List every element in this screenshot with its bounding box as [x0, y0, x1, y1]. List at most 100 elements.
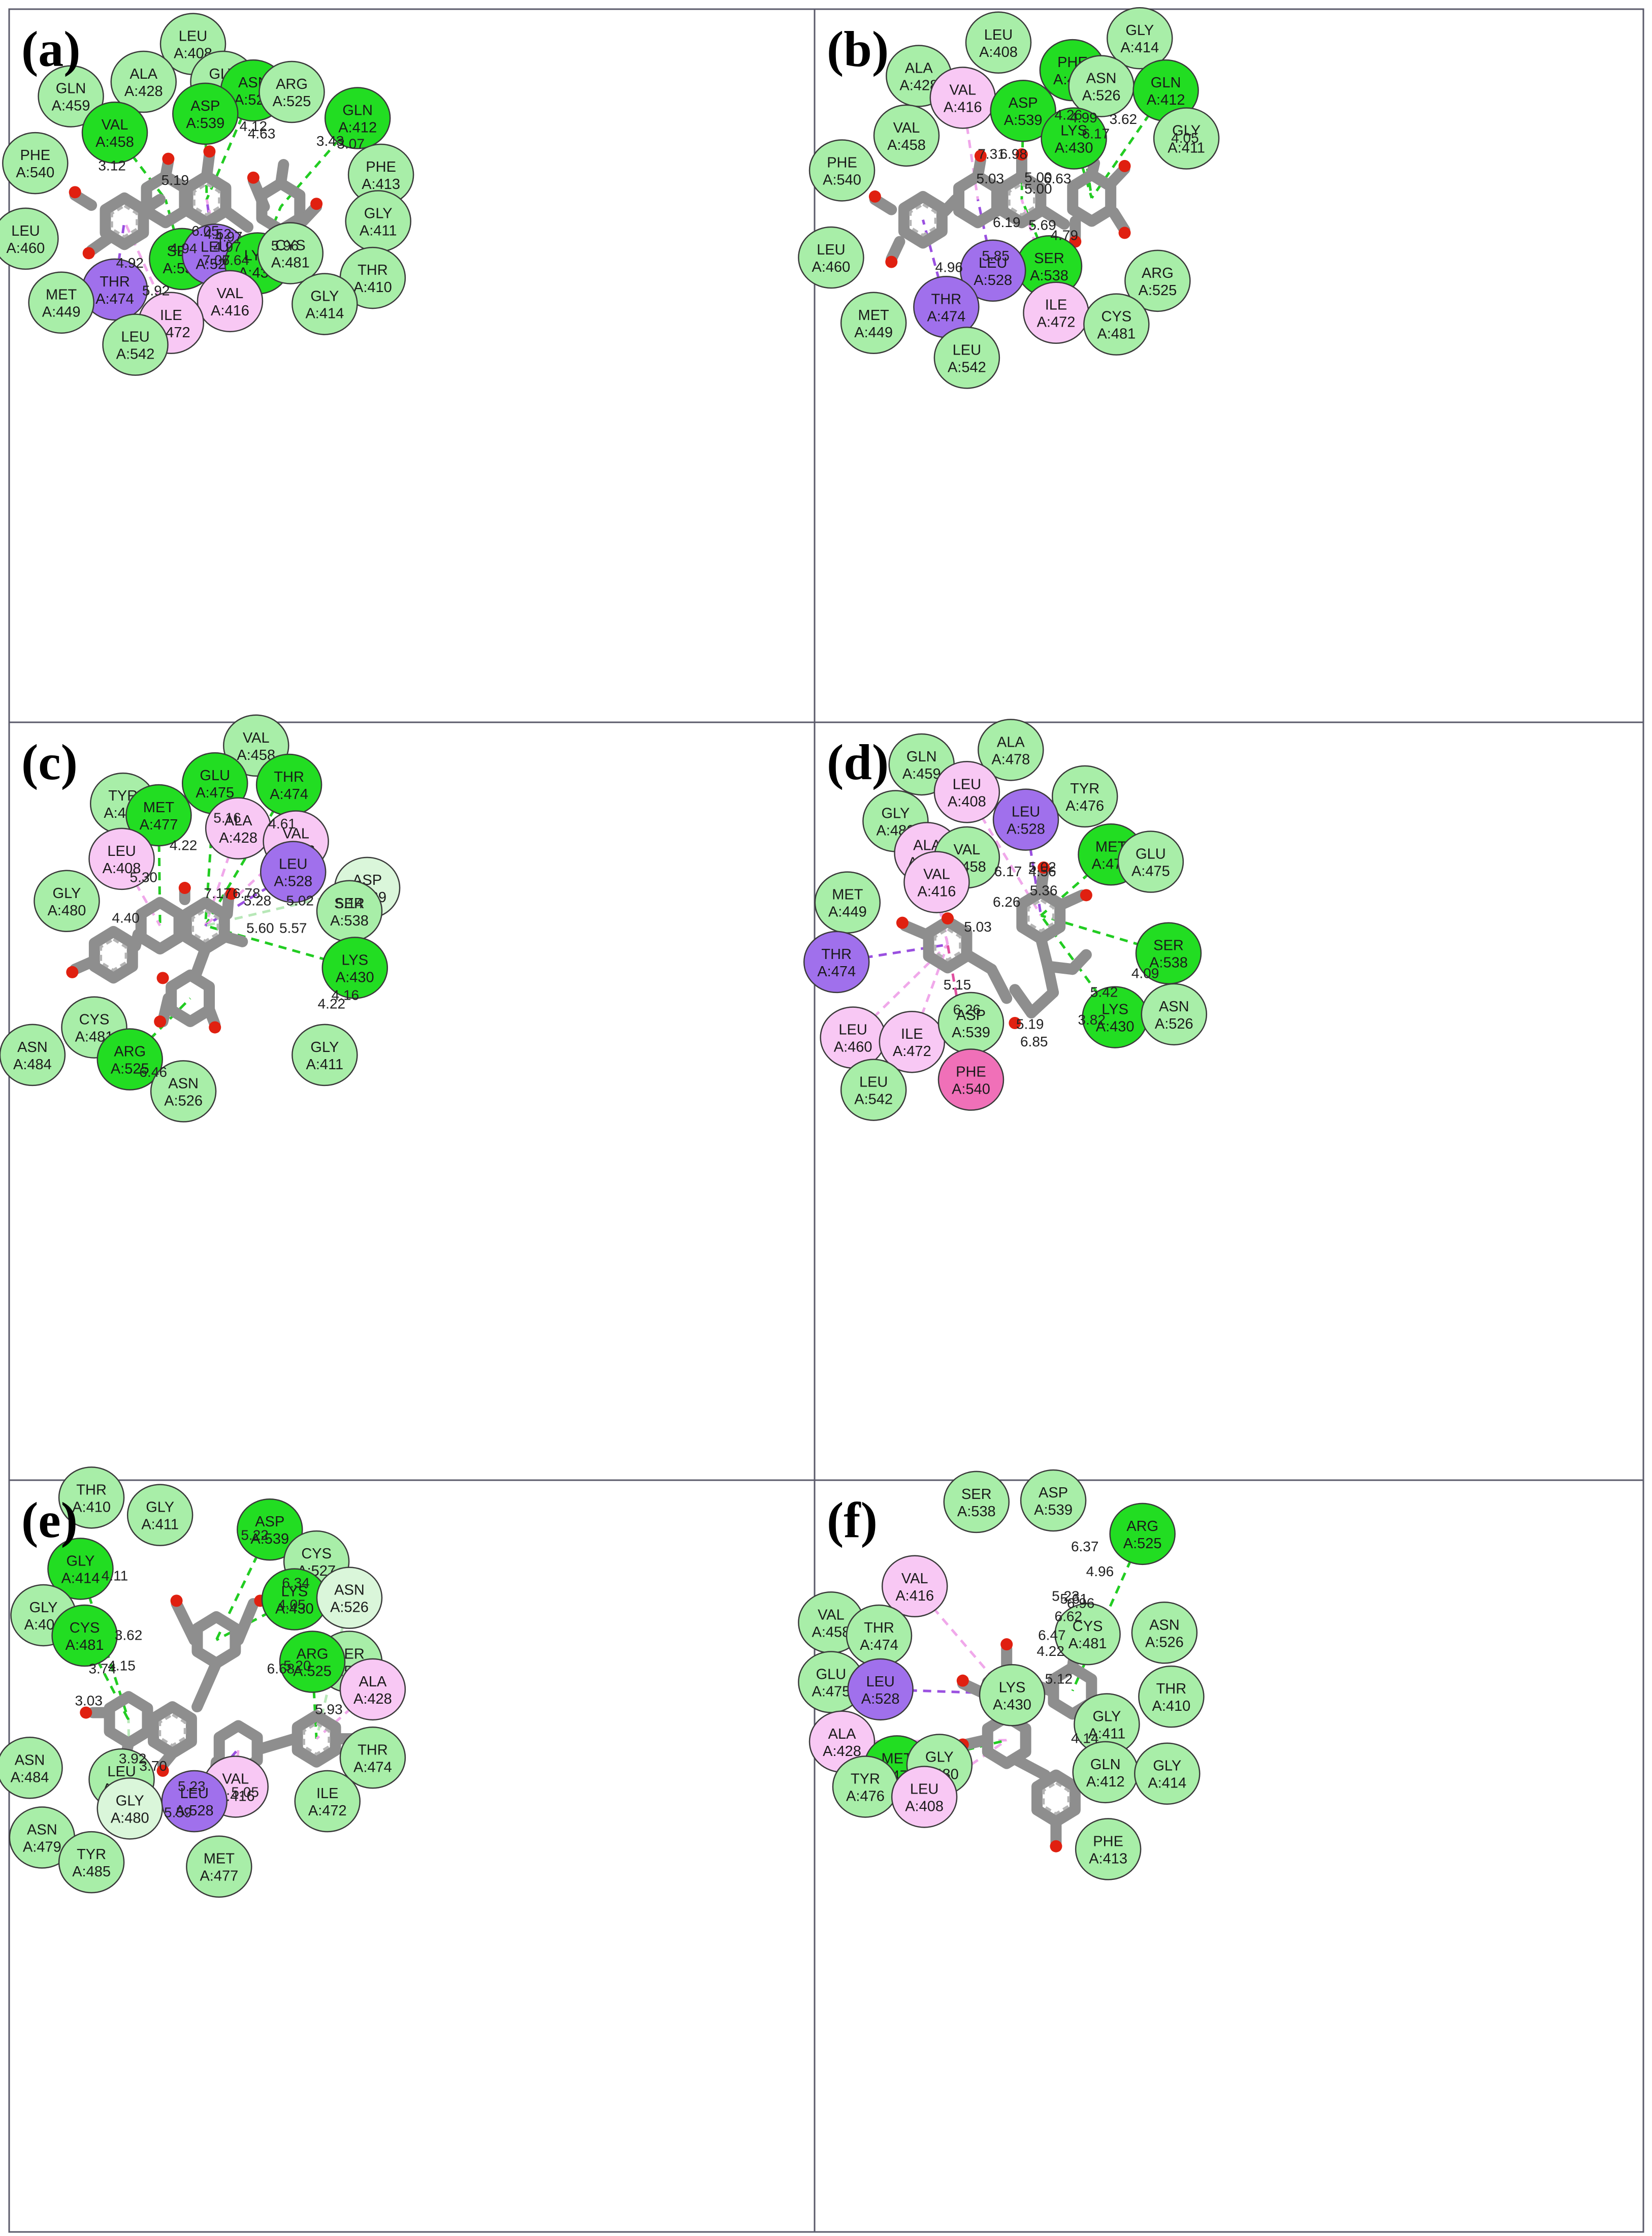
residue-disc — [1107, 7, 1173, 70]
oxygen-atom — [1000, 1638, 1013, 1651]
residue-disc — [126, 1484, 193, 1546]
interaction-line — [113, 221, 126, 290]
ligand-bond — [233, 1598, 259, 1646]
residue-disc — [110, 50, 177, 113]
distance-label: 5.20 — [283, 1658, 311, 1674]
ligand-ring — [997, 170, 1047, 229]
residue-disc — [0, 207, 59, 270]
residue-disc — [260, 841, 327, 903]
aromatic-ring-marker — [110, 204, 139, 238]
ligand-structure — [66, 882, 248, 1034]
ligand-bond — [1035, 865, 1050, 898]
oxygen-atom — [247, 171, 260, 184]
residue-disc — [58, 1466, 125, 1529]
panel-label: (a) — [21, 21, 81, 77]
distance-label: 7.17 — [204, 885, 232, 901]
distance-label: 5.60 — [246, 920, 274, 936]
oxygen-atom — [156, 972, 169, 984]
distance-label: 5.03 — [977, 171, 1005, 186]
distance-label: 3.92 — [119, 1751, 147, 1767]
distance-label: 5.28 — [244, 892, 272, 908]
ligand-bond — [191, 1657, 222, 1713]
residue-disc — [965, 11, 1032, 74]
residue-disc — [933, 761, 1000, 823]
distance-label: 3.74 — [88, 1660, 116, 1676]
distance-label: 6.96 — [1067, 1595, 1095, 1611]
oxygen-atom — [80, 1706, 92, 1719]
distance-label: 3.03 — [75, 1692, 103, 1708]
distance-label: 6.37 — [1071, 1539, 1099, 1554]
residue-disc — [992, 788, 1059, 851]
panel-label: (d) — [827, 734, 889, 790]
residue-disc — [1083, 293, 1150, 356]
distance-label: 6.26 — [993, 894, 1021, 910]
panel-label: (c) — [21, 734, 78, 790]
oxygen-atom — [162, 152, 175, 165]
distance-label: 5.96 — [271, 238, 299, 253]
ligand-bond — [972, 154, 986, 182]
ligand-ring — [135, 897, 185, 955]
residue-disc — [903, 851, 970, 913]
residue-disc — [1041, 107, 1107, 170]
ligand-bond — [1038, 205, 1070, 230]
distance-label: 6.05 — [191, 223, 219, 239]
distance-label: 4.22 — [1036, 1643, 1064, 1659]
distance-label: 6.47 — [1038, 1627, 1066, 1643]
residue-disc — [1075, 1818, 1142, 1880]
residue-disc — [34, 870, 100, 933]
distance-label: 6.68 — [267, 1660, 295, 1676]
residue-disc — [339, 1727, 406, 1789]
distance-label: 5.23 — [178, 1778, 206, 1794]
residue-disc — [879, 1010, 946, 1073]
ligand-ring — [166, 969, 215, 1028]
oxygen-atom — [203, 145, 216, 158]
interaction-line — [205, 199, 216, 255]
distance-label: 4.97 — [215, 229, 243, 245]
distance-label: 3.70 — [139, 1758, 167, 1774]
residue-disc — [47, 1538, 114, 1600]
distance-label: 4.79 — [1050, 228, 1078, 243]
interaction-line — [311, 1662, 318, 1739]
distance-label: 5.00 — [1024, 169, 1052, 185]
residue-disc — [237, 1498, 303, 1561]
distance-label: 6.78 — [233, 885, 261, 901]
aromatic-ring-marker — [1027, 899, 1055, 933]
